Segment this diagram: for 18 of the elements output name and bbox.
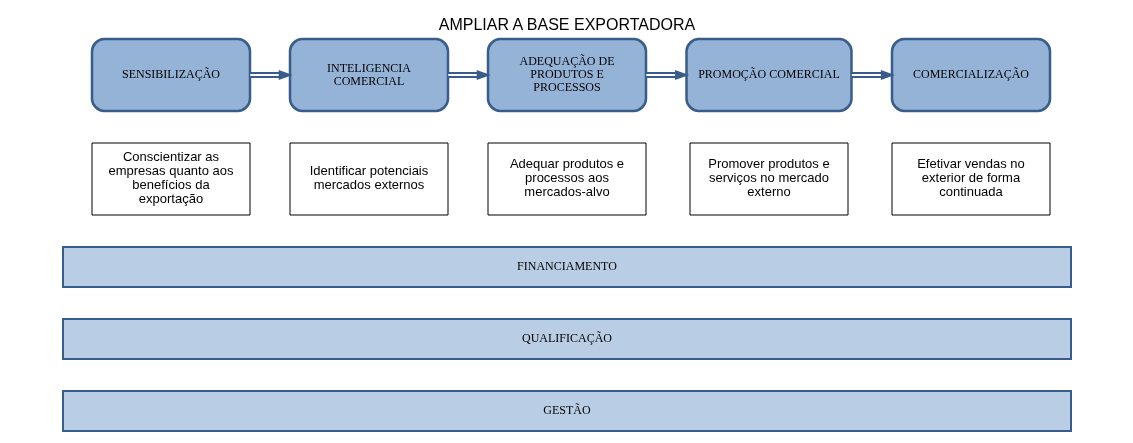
node-box: Identificar potenciais mercados externos xyxy=(289,142,448,215)
node-box: QUALIFICAÇÃO xyxy=(61,317,1072,360)
arrow xyxy=(644,69,689,80)
arrow xyxy=(248,69,293,80)
node-box: Conscientizar as empresas quanto aos benefícios da exportação xyxy=(91,142,250,215)
node-box: ADEQUAÇÃO DE PRODUTOS E PROCESSOS xyxy=(486,37,647,112)
node-box: SENSIBILIZAÇÃO xyxy=(90,37,251,112)
node-box: PROMOÇÃO COMERCIAL xyxy=(684,37,853,112)
node-box: FINANCIAMENTO xyxy=(61,245,1072,288)
arrow xyxy=(446,69,491,80)
node-box: Adequar produtos e processos aos mercados-alvo xyxy=(487,142,646,215)
diagram-title: AMPLIAR A BASE EXPORTADORA xyxy=(438,15,695,33)
node-box: COMERCIALIZAÇÃO xyxy=(890,37,1051,112)
node-box: Promover produtos e serviços no mercado externo xyxy=(689,142,848,215)
arrow xyxy=(850,69,895,80)
node-box: INTELIGENCIA COMERCIAL xyxy=(288,37,449,112)
node-box: Efetivar vendas no exterior de forma continuada xyxy=(891,142,1050,215)
node-box: GESTÃO xyxy=(61,389,1072,432)
